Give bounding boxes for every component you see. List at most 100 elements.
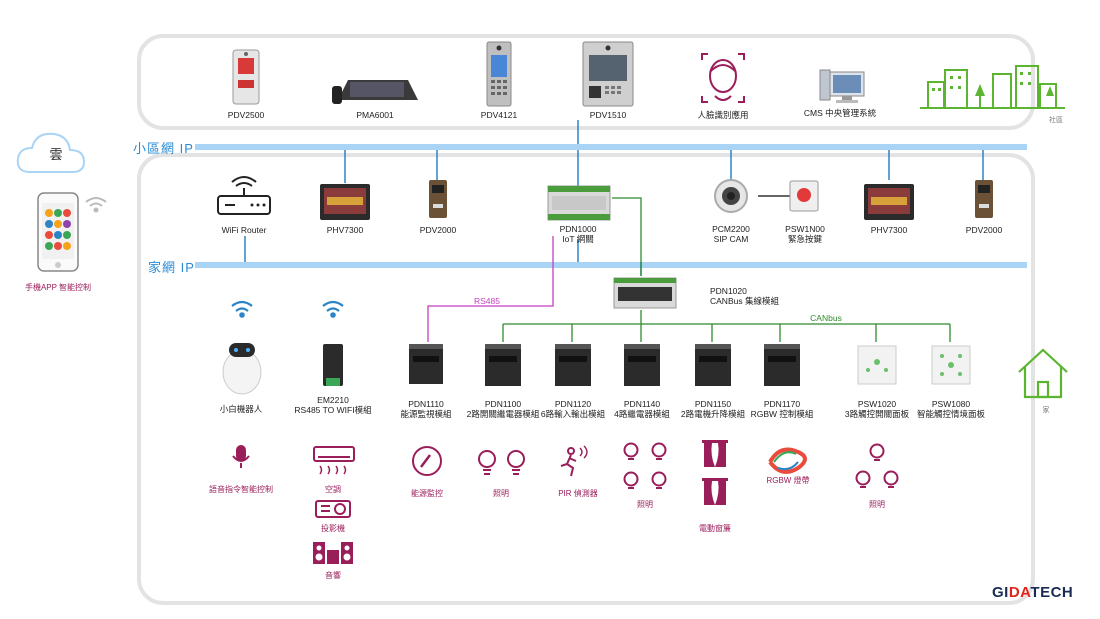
phv7300-right-label: PHV7300 [870, 225, 908, 235]
psw1080-desc: 智能觸控情境面板 [916, 409, 986, 419]
pdn1100-desc: 2路開關繼電器模組 [466, 409, 540, 419]
community-ip-label: 小區網 IP [133, 141, 194, 156]
pma6001-label: PMA6001 [356, 110, 394, 120]
rs485-label: RS485 [474, 296, 500, 306]
audio-speakers-icon [313, 542, 353, 564]
motorized-curtain-icon [702, 440, 728, 505]
home-ip-line [195, 262, 1027, 268]
curtain-label: 電動窗簾 [699, 524, 731, 533]
rs485-line [427, 236, 554, 342]
pdn1150-label: PDN1150 2路電機升降模組 [681, 399, 745, 419]
community-frame [137, 34, 1035, 130]
home-icon [1018, 348, 1068, 399]
pdv2000-left-label: PDV2000 [419, 225, 457, 235]
pdv1510-label: PDV1510 [589, 110, 627, 120]
psw1n00-label: PSW1N00 緊急按鍵 [785, 224, 825, 244]
home-frame [137, 153, 1035, 605]
face-recognition-label: 人臉識別應用 [697, 110, 749, 120]
pdn1170-desc: RGBW 控制模組 [750, 409, 814, 419]
psw1020-label: PSW1020 3路觸控開關面板 [845, 399, 909, 419]
psw1080-model: PSW1080 [931, 399, 971, 409]
em2210-desc: RS485 TO WIFI模組 [294, 405, 372, 415]
rgbw-strip-label: RGBW 燈帶 [766, 476, 810, 485]
brand-accent: DA [1008, 584, 1031, 601]
audio-label: 音響 [325, 571, 341, 580]
pdn1120-icon [555, 344, 591, 386]
wifi-phone-icon [85, 197, 107, 213]
lightbulb-group-2-icon [623, 442, 667, 489]
lighting-3-label: 照明 [869, 500, 885, 509]
wifi-router-icon [217, 176, 271, 215]
psw1n00-desc: 緊急按鍵 [787, 234, 822, 244]
face-recognition-icon [701, 53, 745, 103]
psw1020-icon [857, 345, 897, 385]
canbus-label: CANbus [810, 313, 842, 323]
pdn1120-label: PDN1120 6路輸入輸出模組 [541, 399, 605, 419]
pir-motion-icon [560, 445, 588, 477]
pdn1020-desc: CANBus 集線模組 [710, 296, 779, 306]
pcm2200-desc: SIP CAM [713, 234, 749, 244]
city-icon [920, 65, 1065, 109]
lighting-1-label: 照明 [493, 489, 509, 498]
pdv2000-right-label: PDV2000 [965, 225, 1003, 235]
rgbw-strip-icon [768, 447, 807, 474]
lightbulb-group-3-icon [855, 443, 899, 488]
pdn1140-icon [624, 344, 660, 386]
cms-label: CMS 中央管理系統 [803, 108, 877, 118]
robot-icon [222, 343, 262, 395]
pdn1110-icon [409, 344, 443, 384]
home-tag: 家 [1042, 407, 1050, 414]
phv7300-right-icon [864, 184, 914, 220]
psw1020-desc: 3路觸控開關面板 [844, 409, 910, 419]
pir-label: PIR 偵測器 [558, 489, 598, 498]
pdn1000-label: PDN1000 IoT 網關 [560, 224, 597, 244]
pdn1000-canbus-link [612, 197, 642, 276]
home-ip-label: 家網 IP [148, 260, 195, 275]
pdn1020-icon [613, 277, 677, 309]
pdn1170-label: PDN1170 RGBW 控制模組 [751, 399, 814, 419]
pdn1150-icon [695, 344, 731, 386]
em2210-label: EM2210 RS485 TO WIFI模組 [294, 395, 371, 415]
pdn1000-model: PDN1000 [559, 224, 597, 234]
em2210-icon [323, 344, 343, 386]
community-tag: 社區 [1049, 117, 1063, 124]
psw1n00-model: PSW1N00 [785, 224, 825, 234]
pdn1140-label: PDN1140 4路繼電器模組 [614, 399, 670, 419]
pdv2000-left-icon [429, 180, 447, 218]
gidatech-logo: GIDATECH [992, 584, 1073, 601]
energy-gauge-icon [412, 446, 442, 476]
phv7300-left-label: PHV7300 [326, 225, 364, 235]
pdn1100-label: PDN1100 2路開關繼電器模組 [467, 399, 540, 419]
lighting-2-label: 照明 [637, 500, 653, 509]
projector-icon [315, 500, 351, 518]
pcm2200-icon [714, 179, 748, 213]
wifi-em2210-icon [322, 300, 344, 318]
pma6001-icon [332, 80, 418, 104]
energy-monitor-label: 能源監控 [411, 489, 443, 498]
lightbulb-pair-1-icon [478, 450, 525, 475]
community-ip-line [195, 144, 1027, 150]
pdn1100-model: PDN1100 [484, 399, 522, 409]
psw1080-icon [931, 345, 971, 385]
cms-icon [819, 69, 865, 103]
robot-label: 小白機器人 [219, 404, 263, 414]
cloud-icon [16, 132, 86, 173]
ac-label: 空調 [325, 485, 341, 494]
pdn1120-model: PDN1120 [554, 399, 592, 409]
microphone-icon [232, 445, 250, 468]
voice-control-label: 語音指令智能控制 [209, 485, 273, 494]
psw1020-model: PSW1020 [857, 399, 897, 409]
pdv2500-icon [232, 49, 260, 105]
brand-suffix: TECH [1030, 584, 1074, 601]
pdv4121-label: PDV4121 [480, 110, 518, 120]
cloud-label: 雲 [49, 147, 63, 162]
pdn1140-model: PDN1140 [623, 399, 661, 409]
brand-prefix: GI [992, 584, 1009, 601]
pdv2500-label: PDV2500 [227, 110, 265, 120]
psw1080-label: PSW1080 智能觸控情境面板 [917, 399, 985, 419]
pcm2200-model: PCM2200 [712, 224, 750, 234]
pdv4121-icon [486, 41, 512, 107]
air-conditioner-icon [313, 446, 355, 475]
pdv1510-icon [582, 41, 634, 107]
